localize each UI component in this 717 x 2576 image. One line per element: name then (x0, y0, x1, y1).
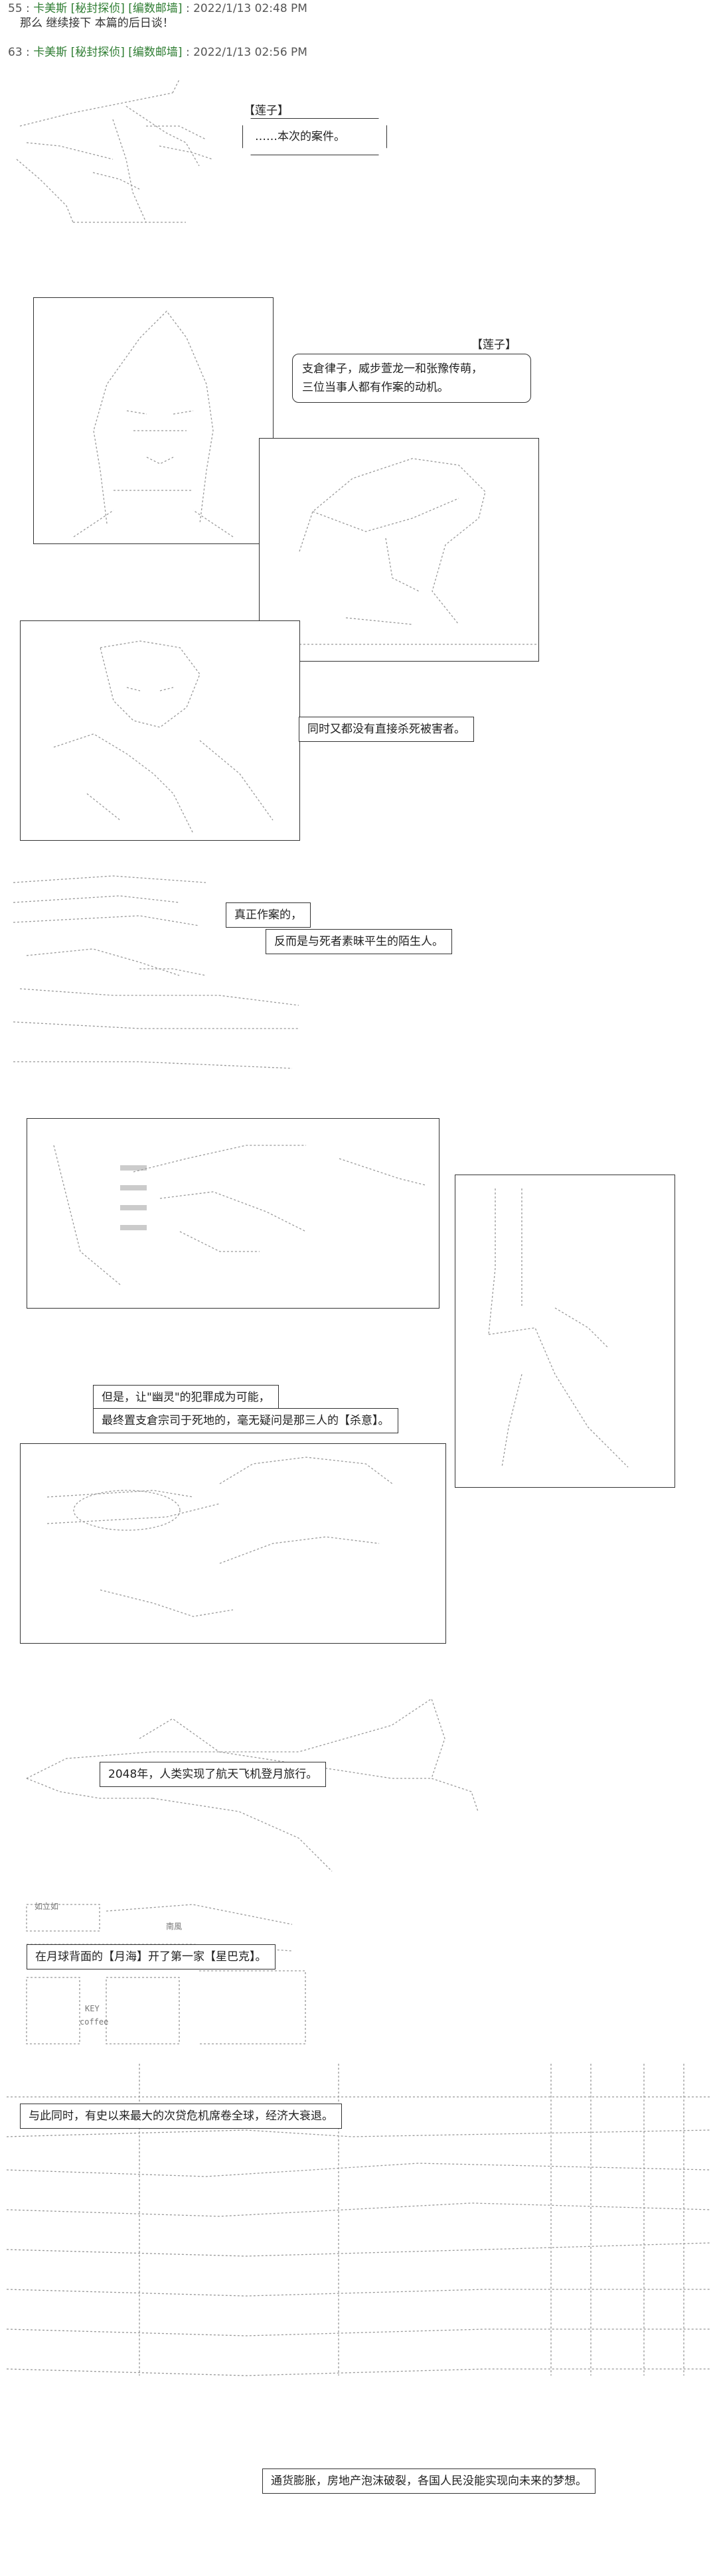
post-timestamp: : 2022/1/13 02:56 PM (185, 46, 307, 59)
caption-box: 同时又都没有直接杀死被害者。 (299, 717, 474, 742)
fingers-art (46, 1457, 393, 1617)
panel-man-hat (259, 438, 539, 662)
caption-box: 在月球背面的【月海】开了第一家【星巴克】。 (27, 1944, 276, 1969)
caption-box: 但是，让"幽灵"的犯罪成为可能， (93, 1385, 279, 1410)
bubble-line: 支倉律子，威步萱龙一和张豫传萌， (302, 362, 483, 376)
lunar-shop-art (26, 1904, 306, 2044)
caption-box: 通货膨胀，房地产泡沫破裂，各国人民没能实现向未来的梦想。 (262, 2469, 596, 2494)
panel-fingers (20, 1443, 446, 1644)
sign-text: KEY (85, 2004, 100, 2013)
caption-box: 反而是与死者素昧平生的陌生人。 (266, 929, 452, 954)
speech-bubble: ……本次的案件。 (242, 118, 387, 155)
speech-bubble: 支倉律子，威步萱龙一和张豫传萌， 三位当事人都有作案的动机。 (292, 354, 531, 403)
scene1-hand-art (16, 79, 213, 223)
panel-dark-hands (27, 1118, 439, 1309)
post-header: 55 : 卡美斯 [秘封探侦] [编数邮墙] : 2022/1/13 02:48… (8, 2, 307, 15)
caption-box: 最终置支倉宗司于死地的，毫无疑问是那三人的【杀意】。 (93, 1408, 398, 1433)
young-man-art (53, 640, 274, 834)
bubble-line: 三位当事人都有作案的动机。 (302, 381, 449, 394)
reclining-figure-art (13, 875, 299, 1069)
city-crowd-art (6, 2064, 711, 2376)
sign-text: 如立如 (35, 1902, 59, 1911)
panel-young-man (20, 620, 300, 841)
panel-girl (33, 297, 274, 544)
sign-text: coffee (80, 2017, 109, 2027)
post-number: 55 (8, 2, 23, 15)
post-author[interactable]: 卡美斯 [秘封探侦] [编数邮墙] (33, 46, 183, 59)
post-body: 那么 继续接下 本篇的后日谈！ (20, 17, 174, 30)
post-author[interactable]: 卡美斯 [秘封探侦] [编数邮墙] (33, 2, 183, 15)
speaker-label: 【莲子】 (244, 104, 289, 117)
sign-text: 南風 (166, 1922, 183, 1931)
speaker-label: 【莲子】 (471, 338, 517, 352)
caption-box: 与此同时，有史以来最大的次贷危机席卷全球，经济大衰退。 (20, 2104, 342, 2129)
dark-hands-art (53, 1145, 426, 1285)
post-header: 63 : 卡美斯 [秘封探侦] [编数邮墙] : 2022/1/13 02:56… (8, 46, 307, 59)
post-timestamp: : 2022/1/13 02:48 PM (185, 2, 307, 15)
shuttle-art (26, 1697, 479, 1872)
man-hat-art (279, 458, 538, 645)
caption-box: 真正作案的， (226, 902, 311, 928)
girl-art (73, 311, 234, 537)
panel-standing-figure (455, 1175, 675, 1488)
post-number: 63 (8, 46, 23, 59)
standing-figure-art (488, 1188, 629, 1468)
caption-box: 2048年，人类实现了航天飞机登月旅行。 (100, 1762, 327, 1787)
